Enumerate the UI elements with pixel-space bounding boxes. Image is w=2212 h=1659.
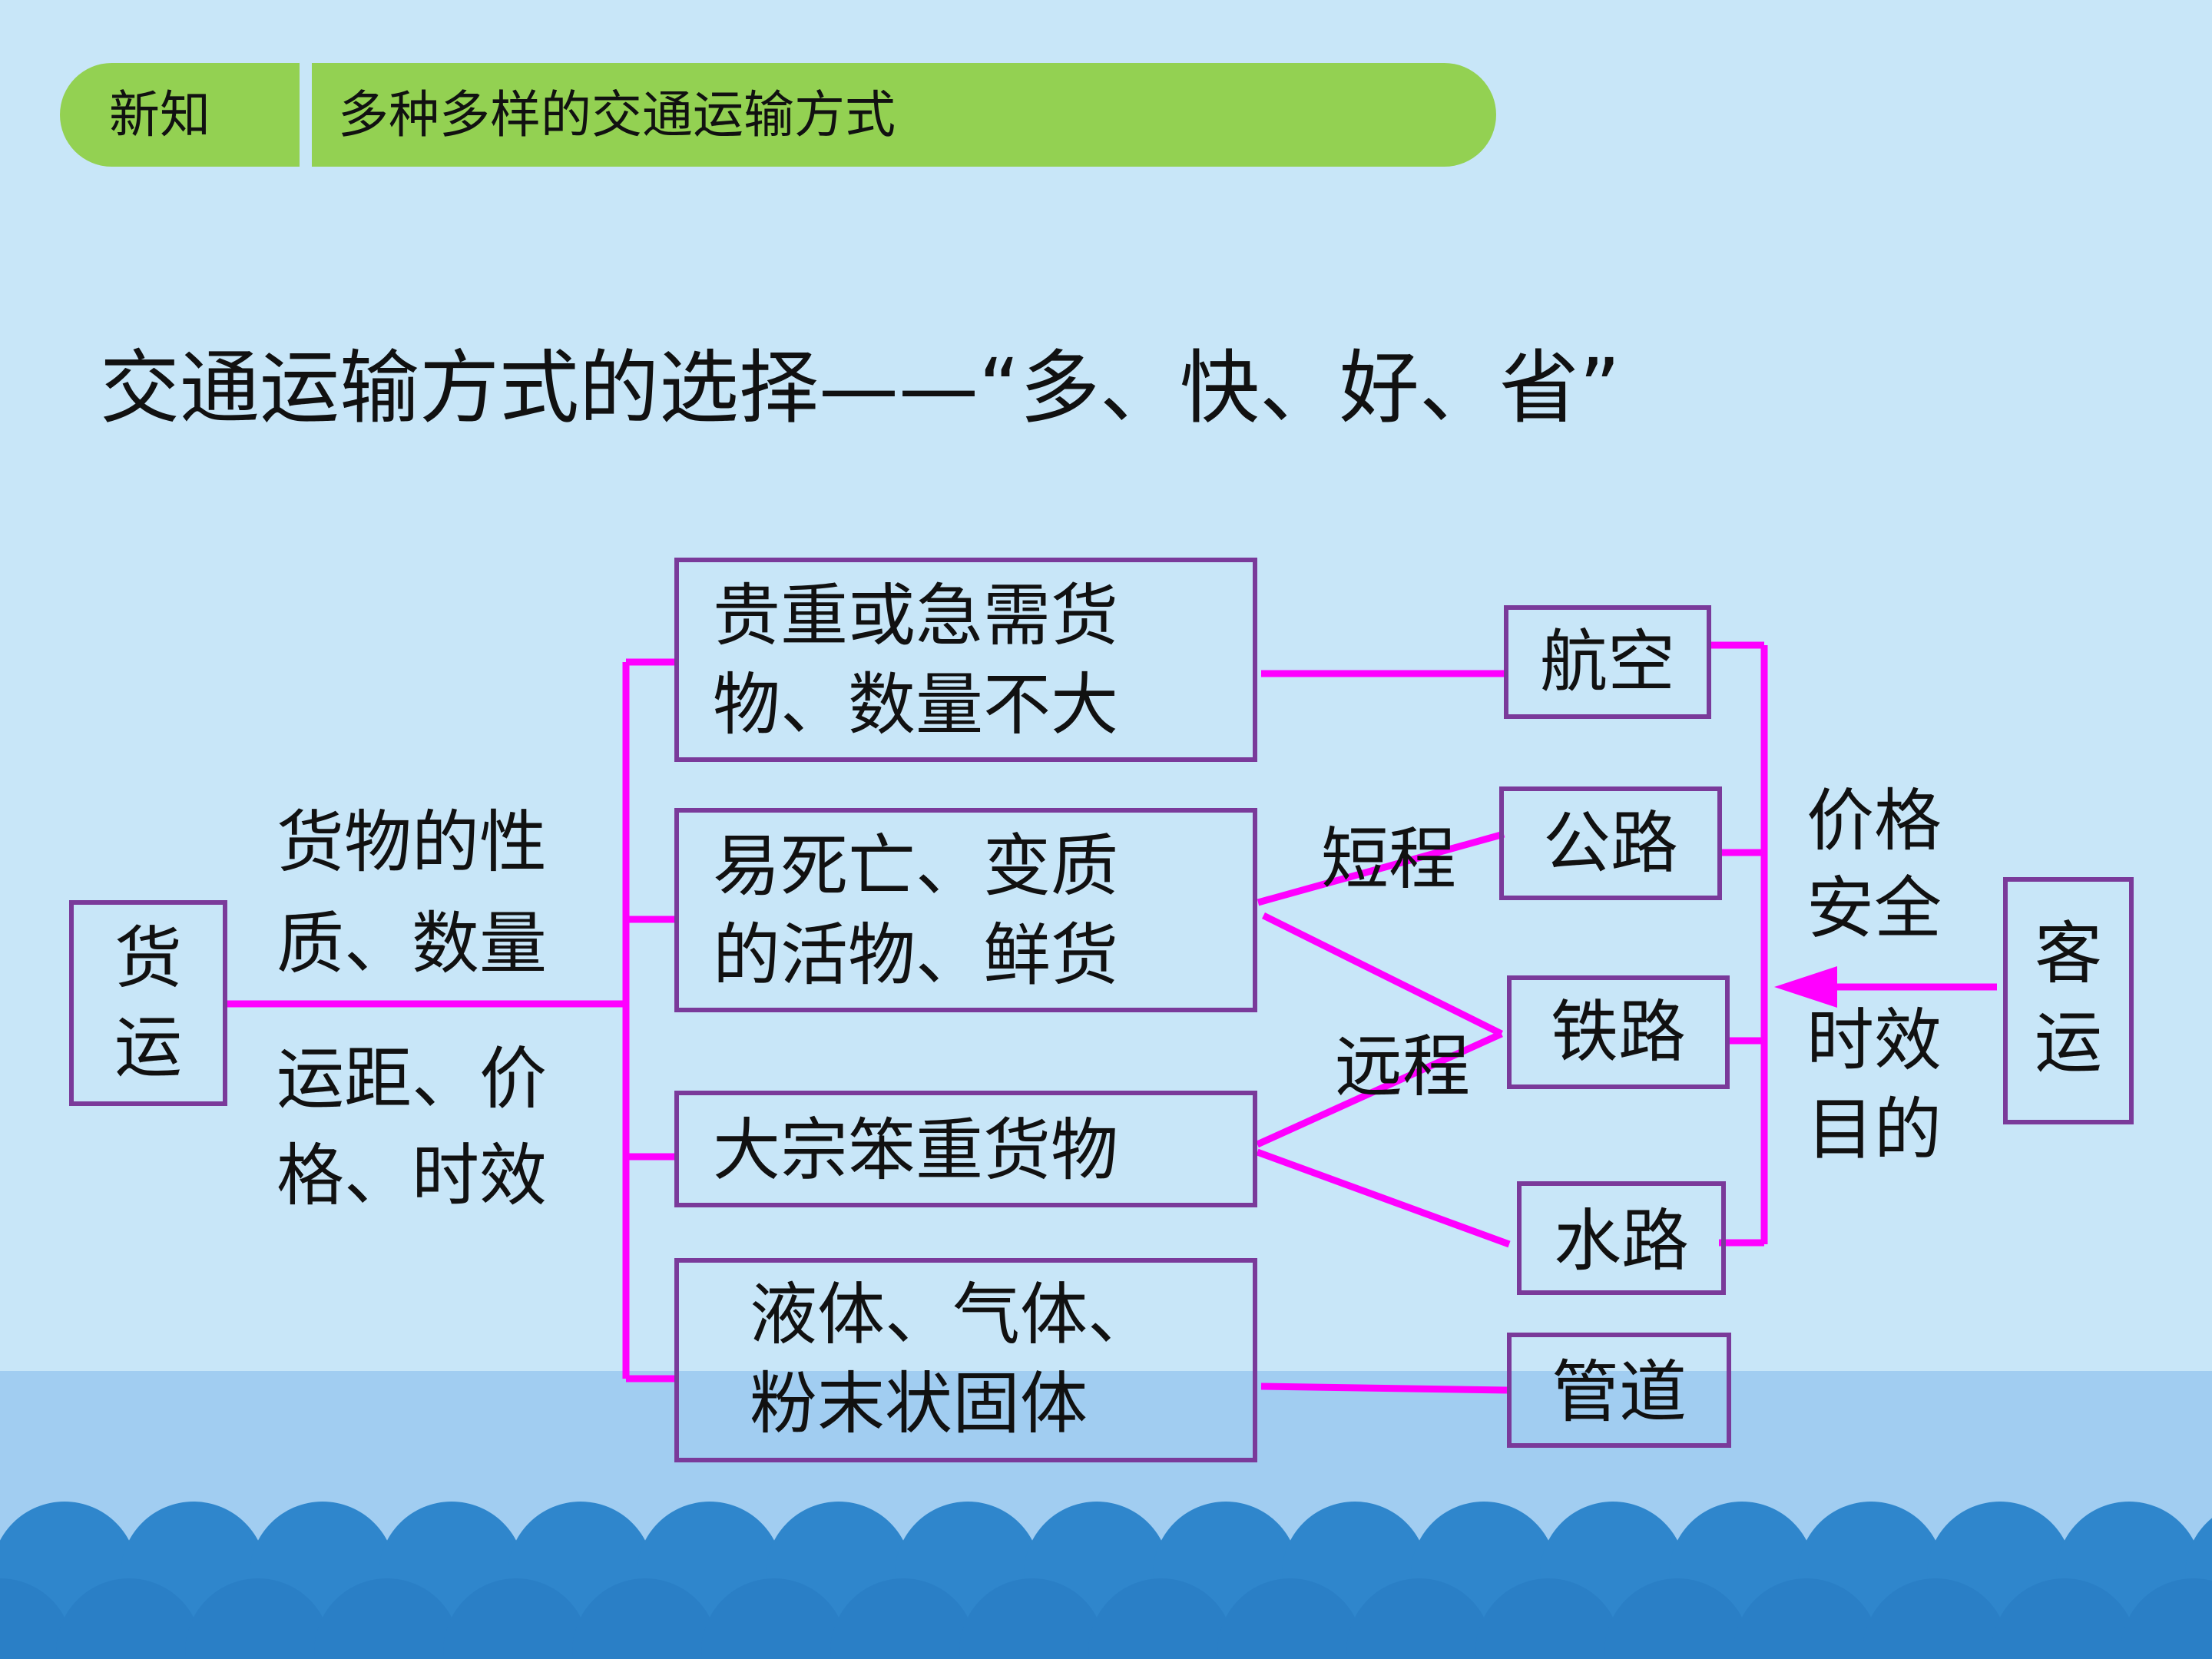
distance-long-label: 远程 xyxy=(1335,1027,1471,1106)
mode-box-air: 航空 xyxy=(1504,605,1711,719)
freight-factor-top-2: 质、数量 xyxy=(276,904,548,983)
goods-box-fluid: 液体、气体、 粉末状固体 xyxy=(674,1258,1257,1462)
goods3-to-water xyxy=(1256,1148,1511,1248)
wave-scallop xyxy=(1217,1578,1363,1659)
wave-scallop xyxy=(314,1578,460,1659)
header-topic: 多种多样的交通运输方式 xyxy=(338,85,896,144)
goods-4-line-2: 粉末状固体 xyxy=(750,1364,1088,1443)
freight-factor-top-1: 货物的性 xyxy=(276,803,548,882)
header-separator xyxy=(300,63,312,167)
wave-scallop xyxy=(0,1578,73,1659)
wave-scallop xyxy=(1604,1578,1750,1659)
wave-scallop xyxy=(701,1578,847,1659)
header-tag-bg xyxy=(60,63,300,167)
wave-scallop xyxy=(1863,1578,2008,1659)
wave-scallop xyxy=(56,1578,202,1659)
passenger-factor-bottom-1: 时效 xyxy=(1806,1001,1942,1080)
wave-scallop xyxy=(443,1578,589,1659)
mode-box-water: 水路 xyxy=(1517,1181,1726,1295)
mode-box-pipeline: 管道 xyxy=(1507,1333,1731,1448)
wave-scallop xyxy=(2121,1578,2212,1659)
freight-label-1: 货 xyxy=(114,919,182,998)
mode-box-rail: 铁路 xyxy=(1507,975,1730,1089)
passenger-factor-top-2: 安全 xyxy=(1806,869,1942,948)
goods4-to-pipeline xyxy=(1260,1382,1508,1394)
goods-box-valuable: 贵重或急需货 物、数量不大 xyxy=(674,558,1257,762)
wave-scallop xyxy=(572,1578,718,1659)
wave-scallop xyxy=(1346,1578,1492,1659)
freight-factor-bottom-1: 运距、价 xyxy=(276,1039,548,1118)
goods-2-line-1: 易死亡、变质 xyxy=(713,826,1119,906)
wave-decoration xyxy=(0,1502,2212,1659)
goods2-to-road xyxy=(1257,830,1505,906)
header-tag: 新知 xyxy=(109,85,210,144)
distance-short-label: 短程 xyxy=(1321,820,1457,899)
wave-scallop xyxy=(959,1578,1105,1659)
wave-scallop xyxy=(830,1578,976,1659)
wave-scallop xyxy=(1992,1578,2137,1659)
mode-box-road: 公路 xyxy=(1499,786,1722,900)
goods-3-line-1: 大宗笨重货物 xyxy=(713,1111,1119,1190)
wave-scallop xyxy=(1734,1578,1879,1659)
passenger-label-1: 客 xyxy=(2034,914,2102,993)
page-title: 交通运输方式的选择——“多、快、好、省” xyxy=(100,341,1621,435)
goods-1-line-2: 物、数量不大 xyxy=(713,665,1119,744)
goods-1-line-1: 贵重或急需货 xyxy=(713,576,1119,655)
wave-scallop xyxy=(1088,1578,1234,1659)
goods-2-line-2: 的活物、鲜货 xyxy=(713,916,1119,995)
goods3-to-rail xyxy=(1256,1030,1503,1148)
goods2-to-rail xyxy=(1261,912,1504,1038)
passenger-factor-bottom-2: 目的 xyxy=(1806,1090,1942,1169)
freight-label-2: 运 xyxy=(114,1008,182,1087)
passenger-label-2: 运 xyxy=(2034,1003,2102,1082)
freight-box: 货 运 xyxy=(69,900,227,1106)
passenger-arrow-head xyxy=(1774,966,1837,1008)
freight-factor-bottom-2: 格、时效 xyxy=(276,1136,548,1215)
header-topic-bg xyxy=(312,63,1496,167)
passenger-box: 客 运 xyxy=(2003,877,2134,1124)
goods-4-line-1: 液体、气体、 xyxy=(750,1275,1156,1354)
wave-scallop xyxy=(185,1578,331,1659)
goods-box-bulk: 大宗笨重货物 xyxy=(674,1091,1257,1207)
goods-box-perishable: 易死亡、变质 的活物、鲜货 xyxy=(674,808,1257,1012)
passenger-factor-top-1: 价格 xyxy=(1806,781,1942,860)
wave-scallop xyxy=(1475,1578,1621,1659)
